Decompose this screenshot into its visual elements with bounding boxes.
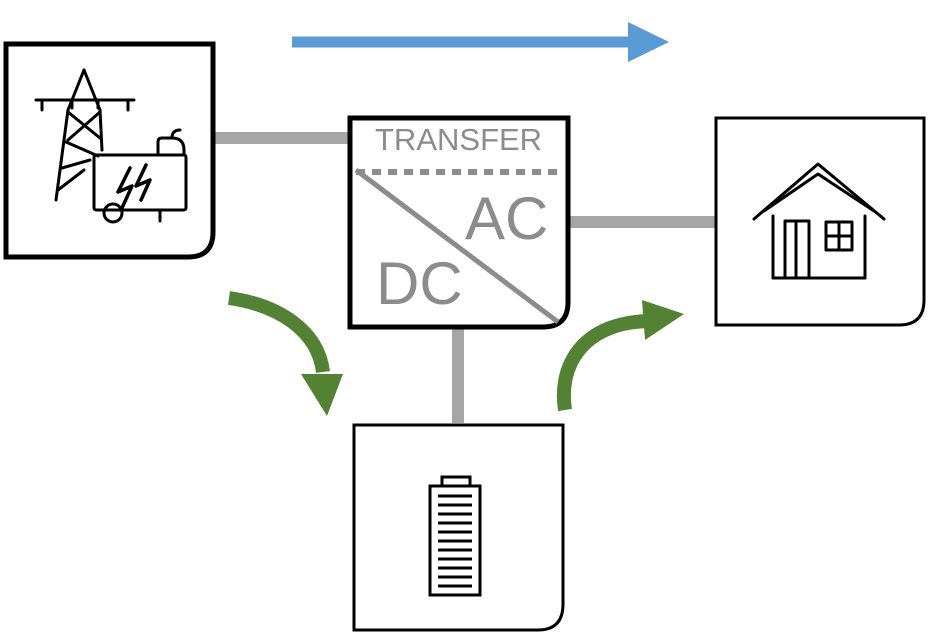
storage-node-box [352,423,565,632]
dc-label: DC [376,250,463,317]
house-icon [752,162,886,280]
discharge-flow-arrow [556,300,684,412]
inverter-node: TRANSFER AC DC [347,115,571,330]
power-tower-generator-icon [34,68,188,224]
ac-dc-divider [354,168,560,324]
connector-lines [214,132,716,423]
source-node-box [3,41,216,260]
ac-label: AC [465,185,548,252]
load-node-box [714,116,926,327]
load-node [714,116,926,327]
transfer-label: TRANSFER [375,122,542,157]
battery-icon [428,475,482,597]
charge-flow-arrow [227,291,343,416]
storage-node [352,423,565,632]
source-node [3,41,216,260]
top-flow-arrow [292,22,669,62]
